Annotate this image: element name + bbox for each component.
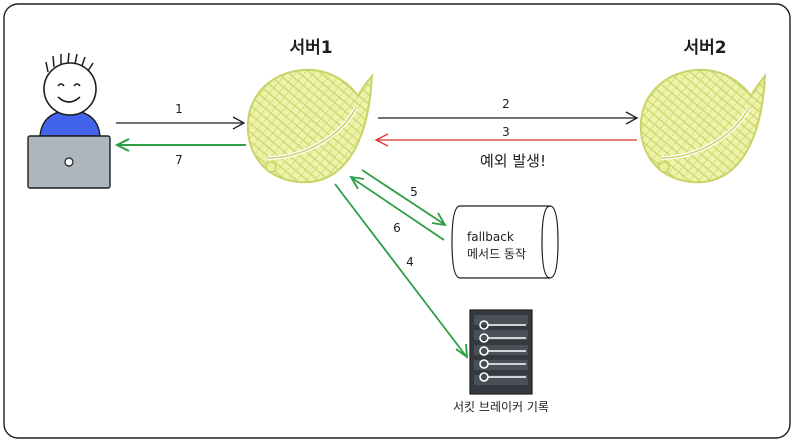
fallback-label-line1: fallback	[467, 230, 514, 244]
arrow-6-label: 6	[393, 221, 401, 235]
server-rack-icon	[469, 309, 533, 395]
arrow-7	[114, 138, 246, 152]
arrow-2	[378, 111, 639, 125]
arrow-1	[116, 116, 246, 130]
arrow-2-label: 2	[502, 97, 510, 111]
arrow-3	[374, 133, 637, 147]
exception-note: 예외 발생!	[480, 152, 546, 170]
circuit-breaker-label: 서킷 브레이커 기록	[453, 400, 549, 414]
server2-label: 서버2	[683, 38, 726, 58]
arrow-4-label: 4	[406, 255, 414, 269]
fallback-cylinder-icon	[451, 205, 559, 279]
person-with-laptop-icon	[27, 52, 111, 189]
arrow-5-label: 5	[410, 185, 418, 199]
arrow-6	[349, 175, 445, 241]
arrow-1-label: 1	[175, 102, 183, 116]
arrow-7-label: 7	[175, 153, 183, 167]
server1-label: 서버1	[289, 38, 332, 58]
server1-spring-leaf-icon	[246, 68, 374, 184]
arrow-4	[334, 183, 469, 359]
fallback-label-line2: 메서드 동작	[467, 247, 526, 261]
server2-spring-leaf-icon	[639, 68, 767, 184]
diagram-frame	[3, 3, 791, 439]
arrow-5	[361, 169, 447, 227]
arrow-3-label: 3	[502, 125, 510, 139]
